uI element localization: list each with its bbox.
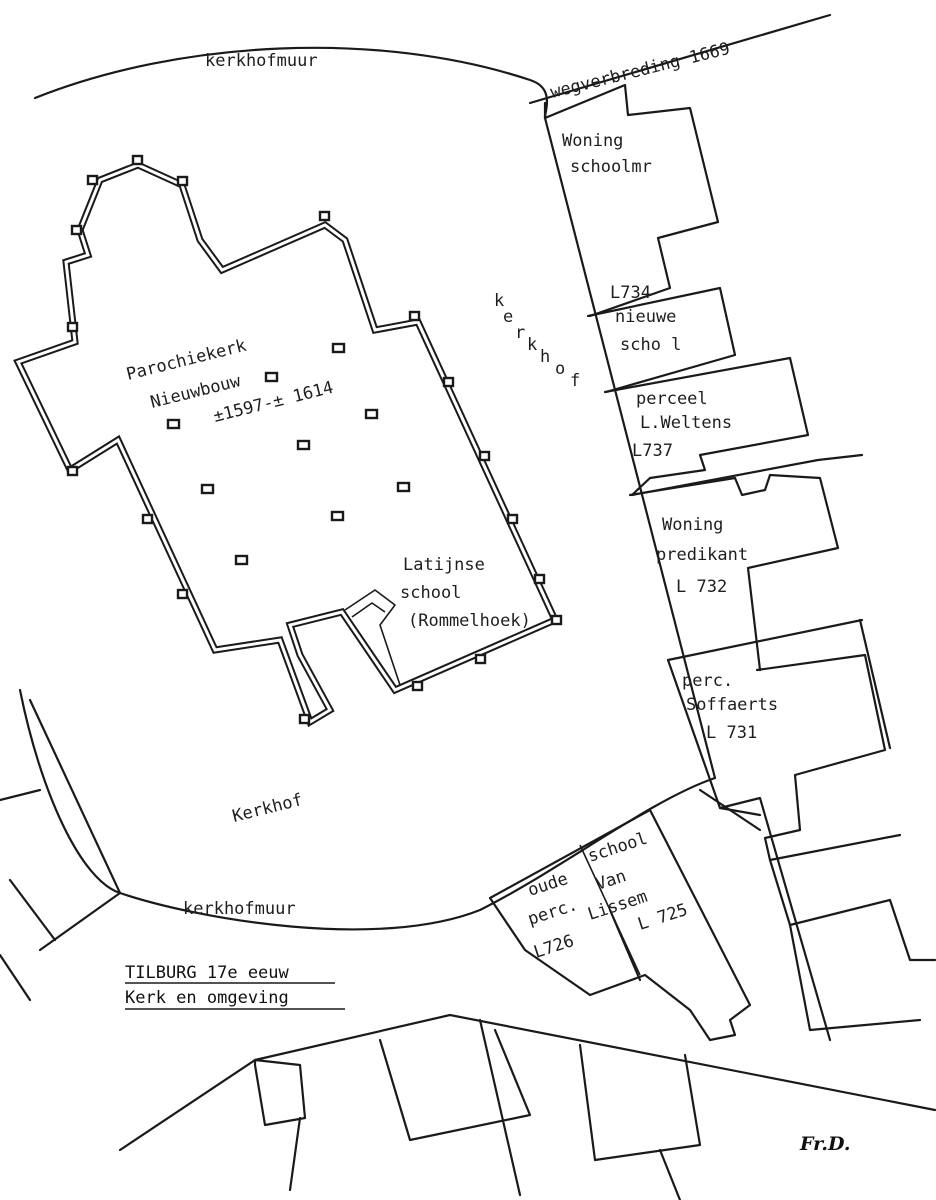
label-kerkhofmuur-top: kerkhofmuur <box>205 51 318 71</box>
label-school-van-lissem-2: Van <box>593 866 628 895</box>
label-kerkhof-f: f <box>570 371 580 391</box>
church-pillars <box>166 342 411 566</box>
label-oude-perc-2: perc. <box>525 895 580 930</box>
label-l732: L 732 <box>676 577 727 597</box>
road-top-edge <box>528 13 832 105</box>
label-perceel-2: L.Weltens <box>640 413 732 433</box>
label-latijnse-school-3: (Rommelhoek) <box>408 611 531 631</box>
label-kerkhof-r: r <box>515 323 525 343</box>
label-woning-schoolmr-1: Woning <box>562 131 623 151</box>
label-kerkhof-k2: k <box>527 335 537 355</box>
label-kerkhof-e: e <box>503 307 513 327</box>
label-latijnse-school-2: school <box>400 583 461 603</box>
label-woning-predikant-2: predikant <box>656 545 748 565</box>
title-line-2: Kerk en omgeving <box>125 988 289 1008</box>
bottom-streets <box>118 908 936 1200</box>
label-perc-soffaerts-1: perc. <box>682 671 733 691</box>
map-labels: kerkhofmuur wegverbreding 1669 Woning sc… <box>124 39 778 963</box>
church-buttresses <box>66 154 563 725</box>
label-l734: L734 <box>610 283 651 303</box>
label-nieuwe-school-2: scho l <box>620 335 681 355</box>
label-l726: L726 <box>531 931 576 963</box>
west-lines <box>0 698 122 1002</box>
label-school-van-lissem-1: school <box>585 829 650 867</box>
label-kerkhof-k: k <box>494 291 504 311</box>
churchyard-wall <box>18 46 717 931</box>
label-perc-soffaerts-2: Soffaerts <box>686 695 778 715</box>
label-kerkhof-o: o <box>555 359 565 379</box>
signature: Fr.D. <box>799 1133 850 1155</box>
label-perceel-1: perceel <box>636 389 708 409</box>
east-parcels <box>543 83 936 1042</box>
label-woning-predikant-1: Woning <box>662 515 723 535</box>
map-title: TILBURG 17e eeuw Kerk en omgeving <box>125 963 345 1010</box>
label-nieuwe-school-1: nieuwe <box>615 307 676 327</box>
parish-church <box>13 161 560 728</box>
label-l737: L737 <box>632 441 673 461</box>
label-woning-schoolmr-2: schoolmr <box>570 157 652 177</box>
label-l731: L 731 <box>706 723 757 743</box>
label-kerkhofmuur-bottom: kerkhofmuur <box>183 899 296 919</box>
label-latijnse-school-1: Latijnse <box>403 555 485 575</box>
label-kerkhof-h: h <box>540 347 550 367</box>
title-line-1: TILBURG 17e eeuw <box>125 963 290 983</box>
label-kerkhof-center: Kerkhof <box>230 790 304 827</box>
label-wegverbreding: wegverbreding 1669 <box>548 39 732 103</box>
